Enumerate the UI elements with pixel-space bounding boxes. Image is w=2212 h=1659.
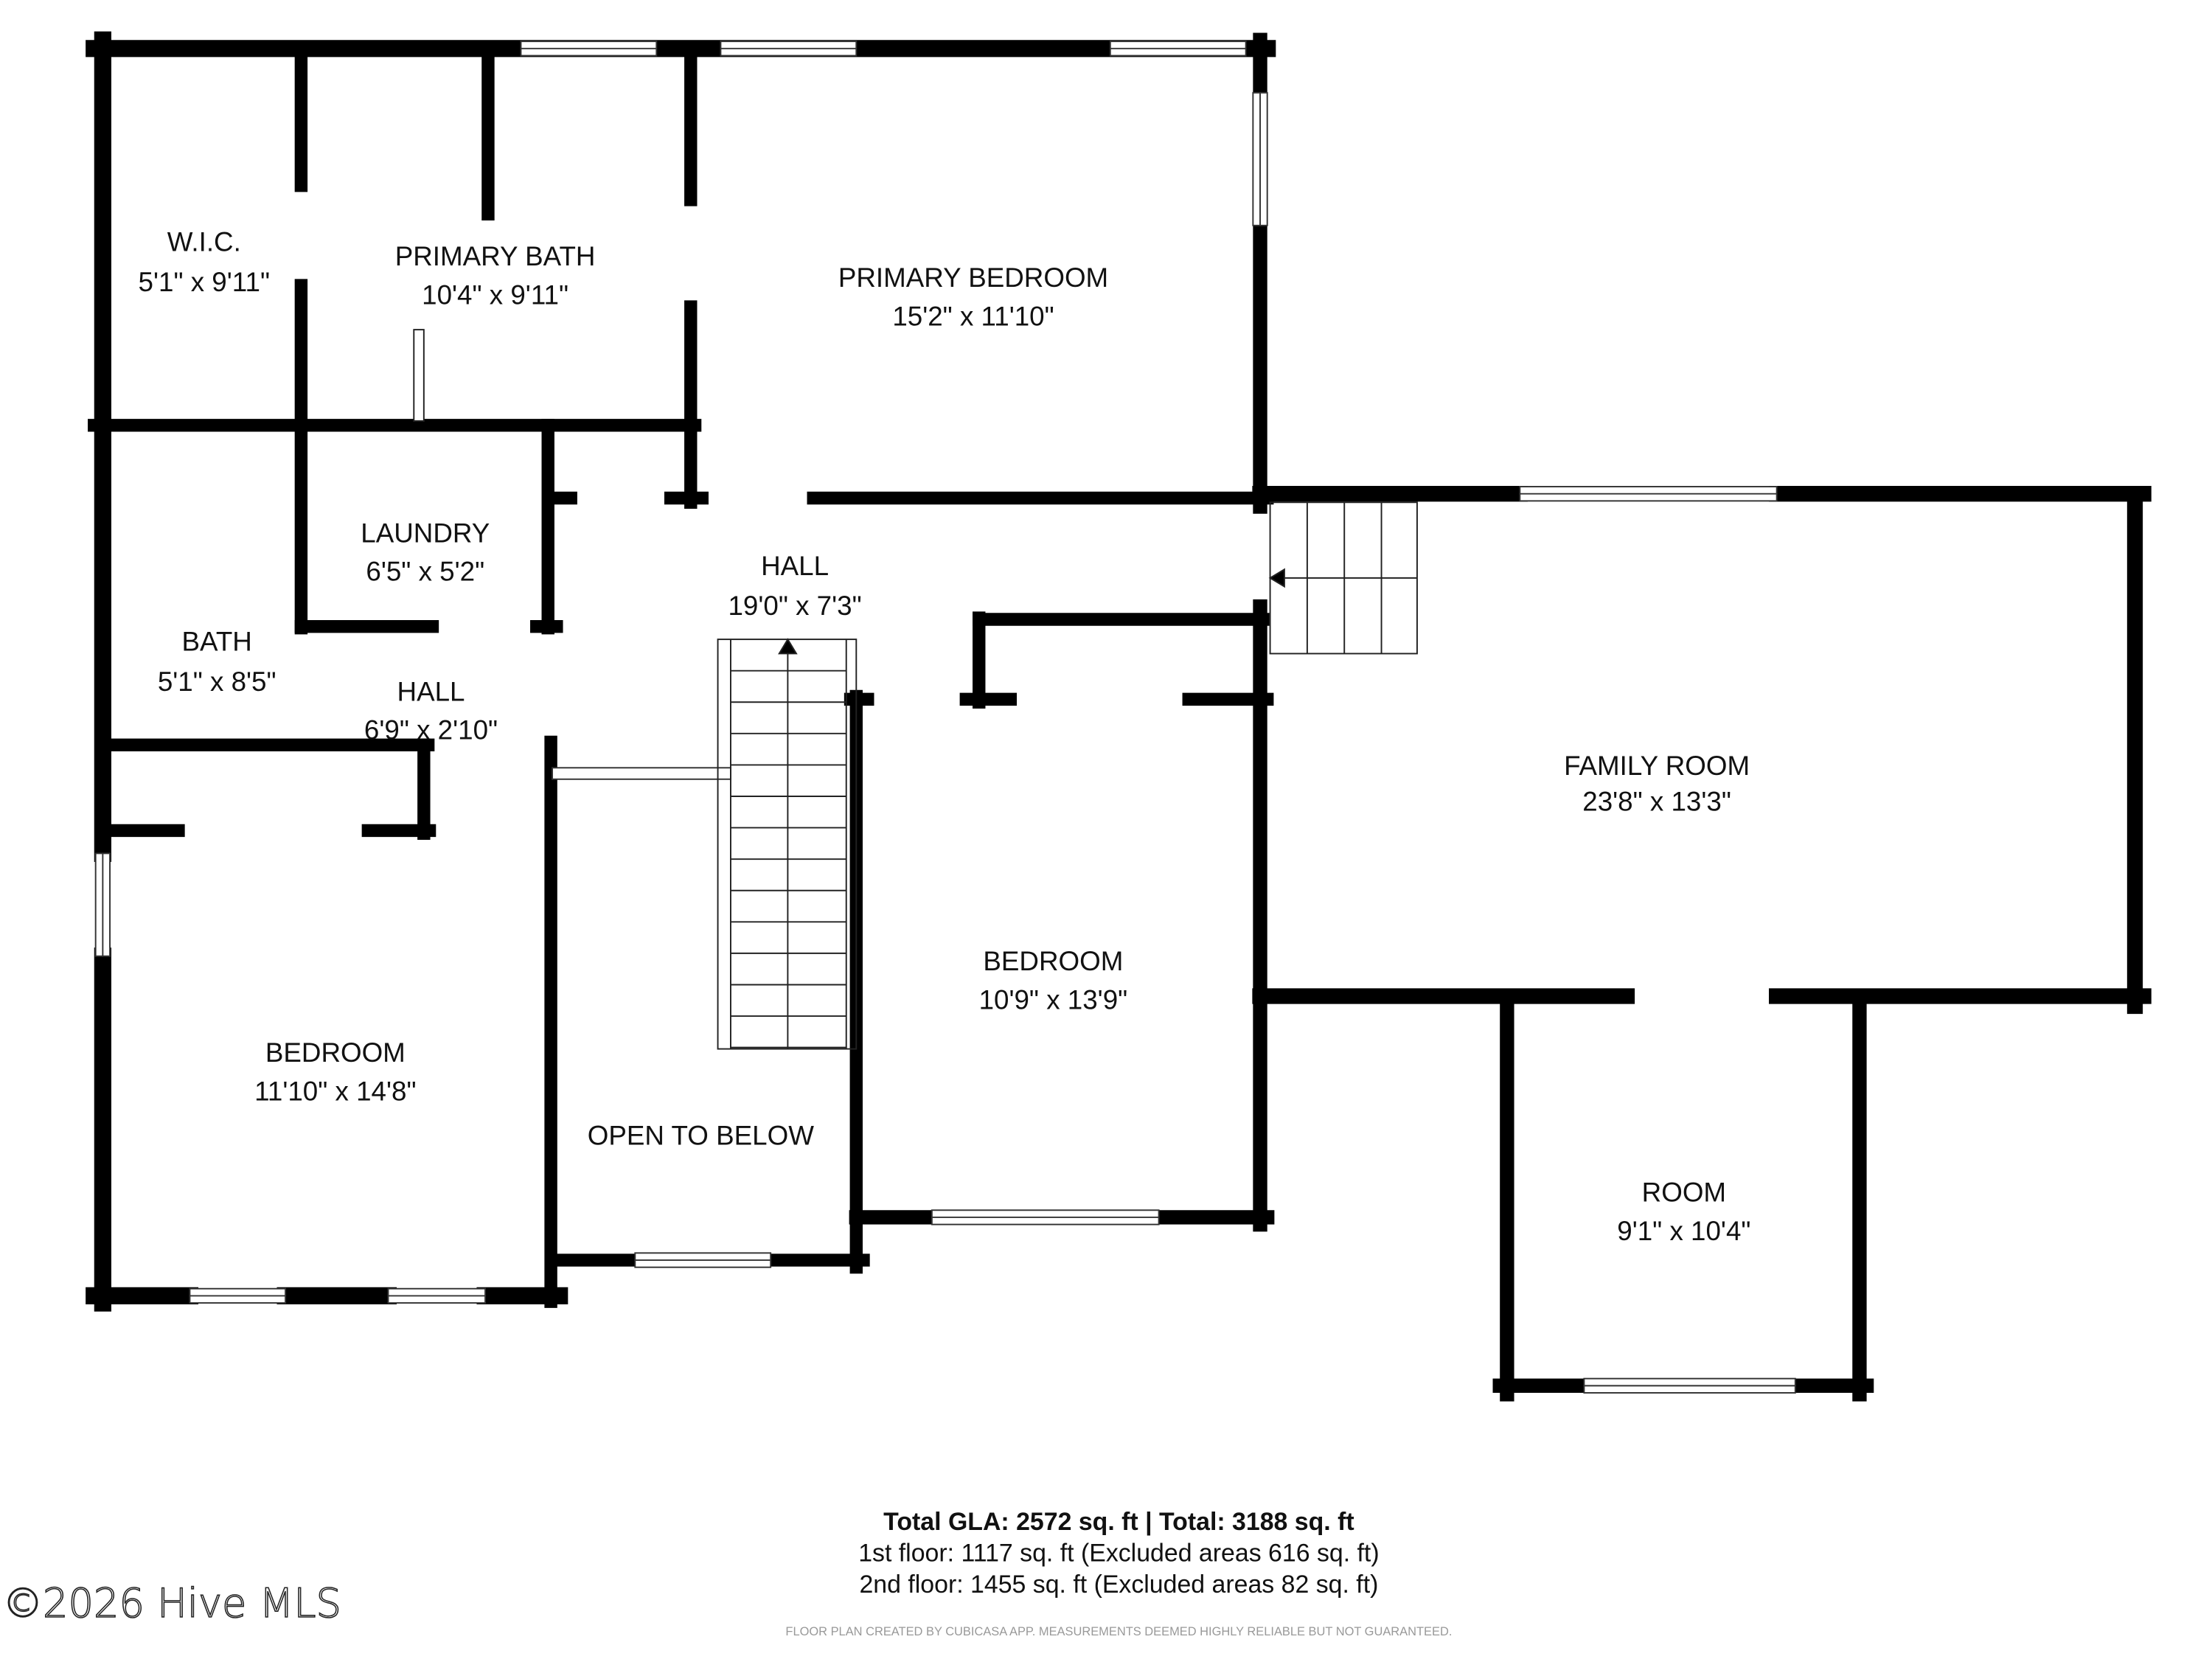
room-name-wic: W.I.C. <box>167 227 241 257</box>
room-size-primary-bedroom: 15'2" x 11'10" <box>892 301 1054 331</box>
stair-arrow-icon <box>1268 568 1285 588</box>
room-name-bath: BATH <box>182 627 252 657</box>
room-name-open-to-below: OPEN TO BELOW <box>588 1120 814 1150</box>
room-size-bath: 5'1" x 8'5" <box>158 667 276 697</box>
second-floor-area: 2nd floor: 1455 sq. ft (Excluded areas 8… <box>859 1571 1378 1599</box>
walls <box>86 31 2152 1402</box>
room-name-bedroom-middle: BEDROOM <box>983 946 1123 976</box>
room-name-primary-bath: PRIMARY BATH <box>395 241 596 271</box>
stair-arrow-icon <box>778 638 798 655</box>
area-summary: Total GLA: 2572 sq. ft | Total: 3188 sq.… <box>785 1508 1452 1638</box>
room-labels: W.I.C. 5'1" x 9'11" PRIMARY BATH 10'4" x… <box>139 227 1751 1246</box>
room-size-hall: 19'0" x 7'3" <box>728 591 861 621</box>
room-size-laundry: 6'5" x 5'2" <box>366 557 484 587</box>
room-name-bedroom-left: BEDROOM <box>265 1037 406 1068</box>
watermark: ©2026 Hive MLS <box>3 1580 341 1627</box>
room-name-hall: HALL <box>761 551 829 581</box>
room-size-bedroom-middle: 10'9" x 13'9" <box>979 984 1128 1015</box>
first-floor-area: 1st floor: 1117 sq. ft (Excluded areas 6… <box>858 1539 1379 1567</box>
room-name-laundry: LAUNDRY <box>361 518 490 548</box>
total-area: Total GLA: 2572 sq. ft | Total: 3188 sq.… <box>883 1508 1354 1536</box>
room-size-room: 9'1" x 10'4" <box>1617 1216 1750 1246</box>
room-name-primary-bedroom: PRIMARY BEDROOM <box>838 262 1108 293</box>
stairs <box>717 501 1418 1050</box>
room-name-hall-small: HALL <box>397 676 465 706</box>
railing <box>552 767 731 780</box>
room-size-bedroom-left: 11'10" x 14'8" <box>254 1076 416 1106</box>
windows <box>94 41 1796 1394</box>
room-size-hall-small: 6'9" x 2'10" <box>364 715 498 745</box>
room-name-family-room: FAMILY ROOM <box>1564 751 1750 781</box>
partition <box>413 329 425 422</box>
room-size-wic: 5'1" x 9'11" <box>139 267 270 297</box>
room-size-family-room: 23'8" x 13'3" <box>1582 786 1731 816</box>
room-name-room: ROOM <box>1642 1178 1726 1208</box>
room-size-primary-bath: 10'4" x 9'11" <box>422 279 568 310</box>
disclaimer: FLOOR PLAN CREATED BY CUBICASA APP. MEAS… <box>785 1625 1452 1638</box>
